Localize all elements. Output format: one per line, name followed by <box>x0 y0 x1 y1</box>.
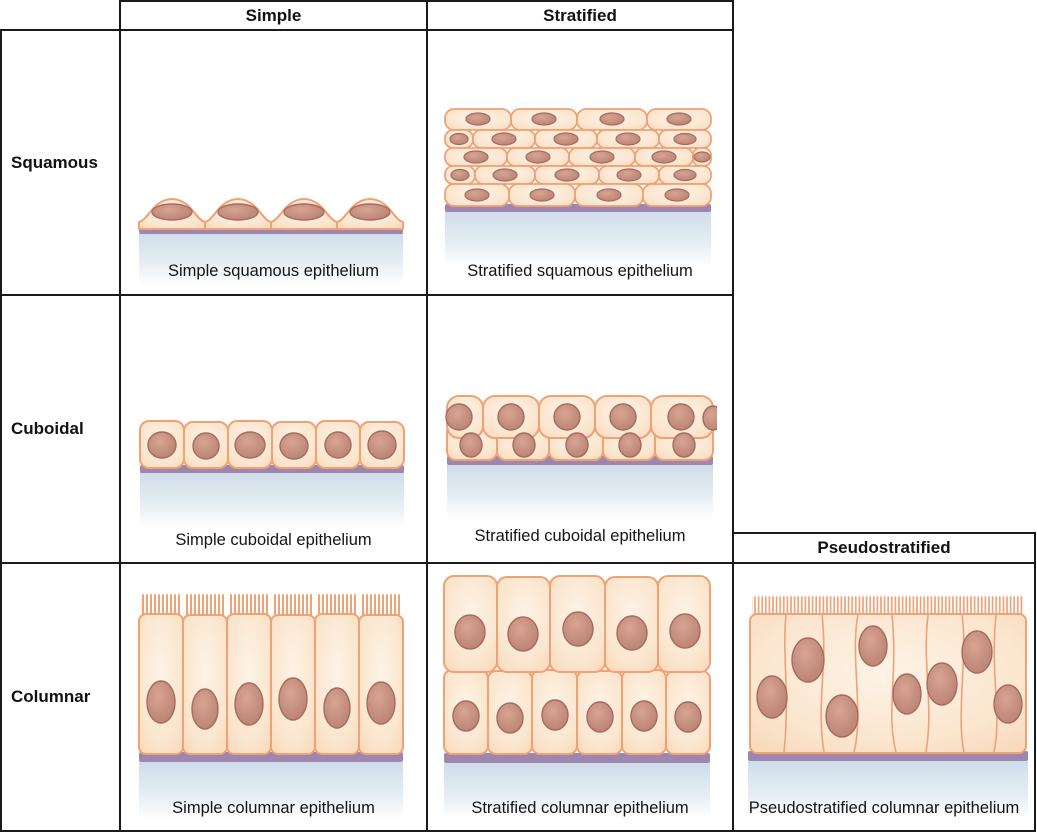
caption-simple-columnar: Simple columnar epithelium <box>172 799 375 817</box>
simple-squamous-illustration <box>138 198 404 285</box>
row-header-columnar: Columnar <box>0 562 121 832</box>
cell-stratified-cuboidal: Stratified cuboidal epithelium <box>426 294 734 564</box>
nuclei-graphic <box>445 403 717 458</box>
caption-simple-cuboidal: Simple cuboidal epithelium <box>175 531 372 549</box>
nuclei-graphic <box>147 430 397 460</box>
stratified-columnar-illustration <box>443 575 711 819</box>
row-header-cuboidal: Cuboidal <box>0 294 121 564</box>
cell-simple-squamous: Simple squamous epithelium <box>119 29 428 296</box>
pseudostratified-columnar-illustration <box>748 594 1028 819</box>
nuclei-graphic <box>449 112 711 202</box>
simple-cuboidal-illustration <box>139 420 405 528</box>
row-header-cuboidal-label: Cuboidal <box>11 419 84 438</box>
stratified-cuboidal-illustration <box>445 395 717 520</box>
cell-simple-cuboidal: Simple cuboidal epithelium <box>119 294 428 564</box>
nuclei-graphic <box>452 611 702 734</box>
connective-tissue-graphic <box>445 211 711 267</box>
connective-tissue-graphic <box>139 233 403 285</box>
simple-columnar-illustration <box>138 592 404 820</box>
row-header-squamous-label: Squamous <box>11 152 98 172</box>
cell-layer-graphic <box>443 575 711 755</box>
column-header-simple-label: Simple <box>245 5 302 25</box>
cell-stratified-columnar: Stratified columnar epithelium <box>426 562 734 832</box>
caption-stratified-columnar: Stratified columnar epithelium <box>471 799 689 817</box>
nuclei-graphic <box>151 203 391 221</box>
caption-pseudostratified-columnar: Pseudostratified columnar epithelium <box>748 799 1020 817</box>
nuclei-graphic <box>756 625 1023 738</box>
connective-tissue-graphic <box>447 464 713 520</box>
column-header-stratified-label: Stratified <box>543 5 617 25</box>
row-header-squamous: Squamous <box>0 29 121 296</box>
connective-tissue-graphic <box>748 761 1028 819</box>
caption-simple-squamous: Simple squamous epithelium <box>168 262 379 280</box>
caption-stratified-squamous: Stratified squamous epithelium <box>467 262 693 280</box>
column-header-simple: Simple <box>119 0 428 31</box>
connective-tissue-graphic <box>139 762 403 820</box>
connective-tissue-graphic <box>444 763 710 819</box>
cell-pseudostratified-columnar: Pseudostratified columnar epithelium <box>732 562 1036 832</box>
column-header-pseudostratified-label: Pseudostratified <box>817 538 951 557</box>
cell-simple-columnar: Simple columnar epithelium <box>119 562 428 832</box>
cell-layer-graphic <box>444 108 712 207</box>
row-header-columnar-label: Columnar <box>11 687 91 706</box>
caption-stratified-cuboidal: Stratified cuboidal epithelium <box>474 527 686 545</box>
connective-tissue-graphic <box>140 472 404 528</box>
cell-layer-graphic <box>138 613 404 755</box>
cell-layer-graphic <box>139 420 405 469</box>
column-header-pseudostratified: Pseudostratified <box>732 532 1036 564</box>
basement-membrane-graphic <box>444 753 710 763</box>
nuclei-graphic <box>146 677 396 730</box>
cell-stratified-squamous: Stratified squamous epithelium <box>426 29 734 296</box>
stratified-squamous-illustration <box>444 108 712 267</box>
basement-membrane-graphic <box>445 204 711 212</box>
column-header-stratified: Stratified <box>426 0 734 31</box>
